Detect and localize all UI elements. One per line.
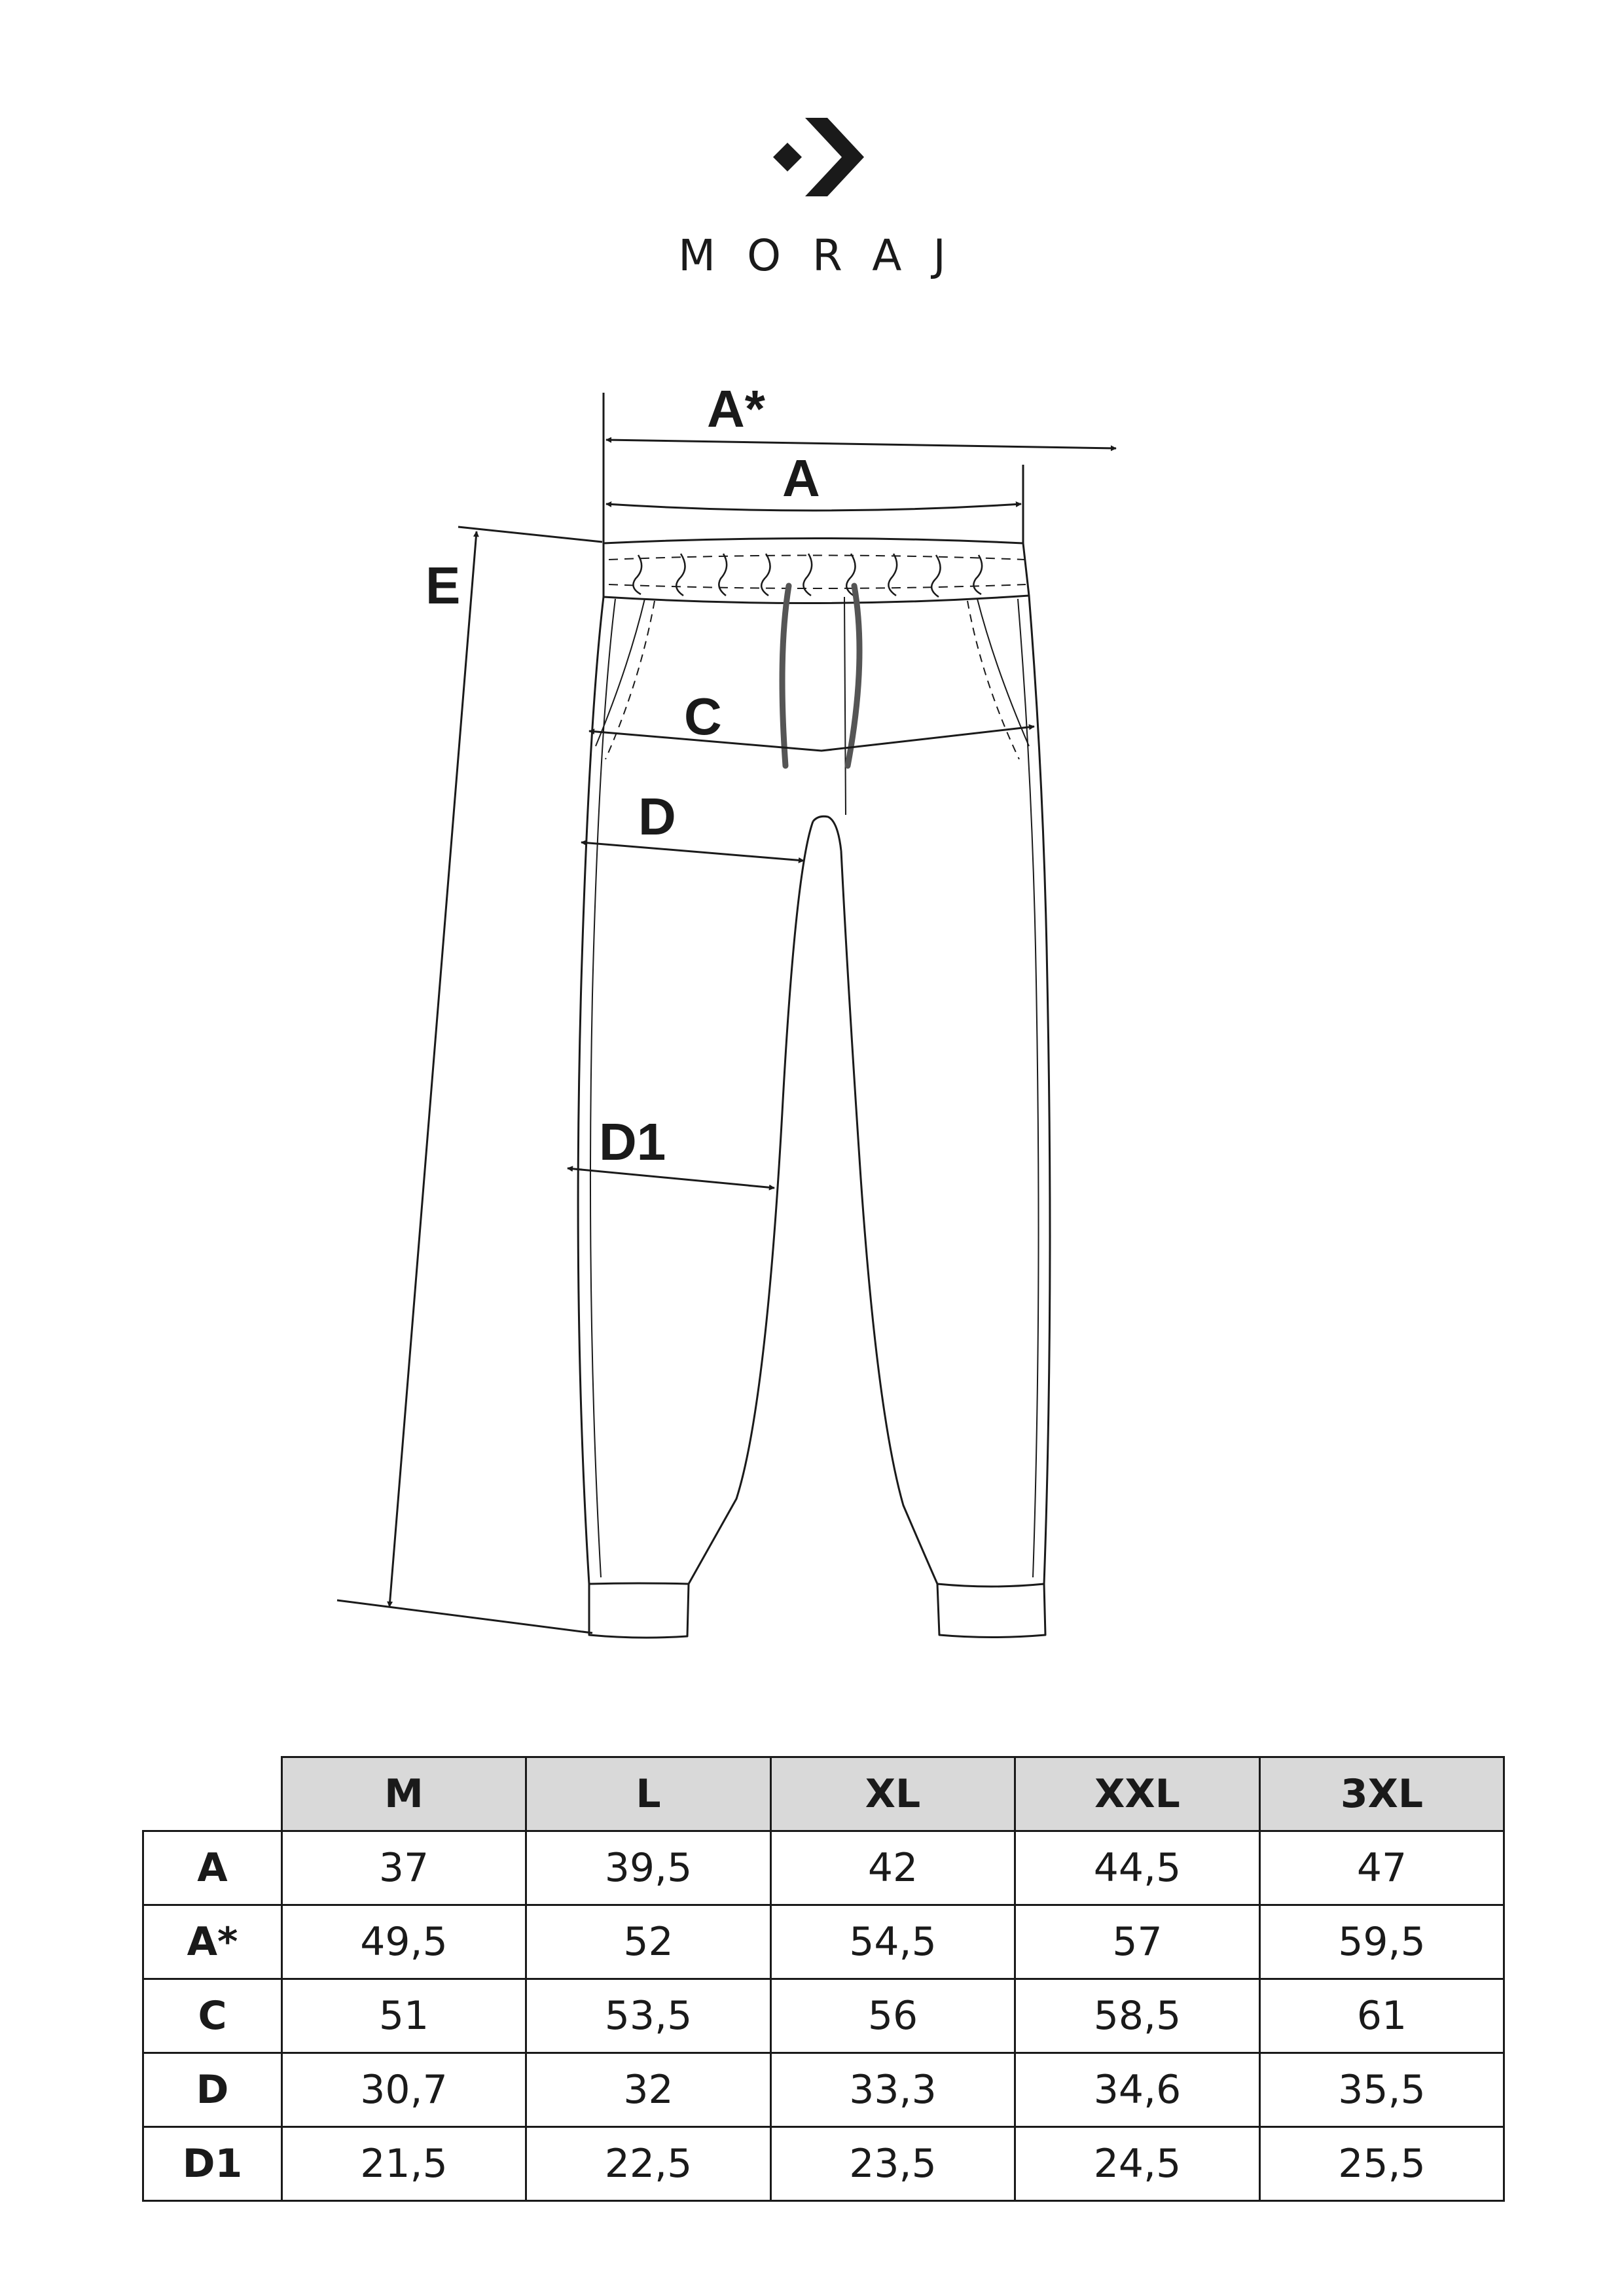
waistband-stitch-bottom: [608, 584, 1026, 589]
left-pocket-stitch: [605, 600, 655, 760]
logo-chevron-icon: [805, 118, 864, 196]
e-top-extension: [458, 526, 603, 543]
table-cell: 33,3: [770, 2052, 1016, 2128]
table-corner-cell: [143, 1757, 282, 1831]
table-cell: 23,5: [770, 2126, 1016, 2202]
column-header-size: XL: [770, 1756, 1016, 1832]
left-cuff: [588, 1582, 690, 1639]
left-leg-outer-seam: [577, 596, 605, 1585]
table-cell: 47: [1259, 1830, 1505, 1906]
table-cell: 35,5: [1259, 2052, 1505, 2128]
table-row: C 51 53,5 56 58,5 61: [142, 1978, 1505, 2054]
drawstring: [779, 583, 863, 769]
e-bottom-extension: [336, 1599, 593, 1634]
c-arrow: [588, 724, 1035, 752]
table-cell: 52: [525, 1904, 772, 1980]
pants-measurement-diagram: A* A E C D D1: [336, 380, 1117, 1639]
table-cell: 54,5: [770, 1904, 1016, 1980]
brand-logo-icon: [773, 118, 864, 196]
row-header-measurement: D: [142, 2052, 283, 2128]
table-row: D 30,7 32 33,3 34,6 35,5: [142, 2052, 1505, 2128]
waistband-gathers: [632, 553, 983, 598]
a-arrow: [605, 501, 1022, 512]
e-arrow: [387, 531, 479, 1607]
table-cell: 61: [1259, 1978, 1505, 2054]
table-row: A 37 39,5 42 44,5 47: [142, 1830, 1505, 1906]
d1-arrow: [567, 1166, 775, 1191]
label-a-star: A*: [707, 380, 766, 438]
label-a: A: [782, 449, 820, 507]
d-arrow: [581, 840, 804, 863]
table-cell: 59,5: [1259, 1904, 1505, 1980]
label-d1: D1: [599, 1113, 666, 1171]
table-cell: 53,5: [525, 1978, 772, 2054]
label-e: E: [425, 556, 460, 615]
table-cell: 22,5: [525, 2126, 772, 2202]
table-cell: 39,5: [525, 1830, 772, 1906]
table-cell: 21,5: [281, 2126, 527, 2202]
table-cell: 30,7: [281, 2052, 527, 2128]
brand-name: MORAJ: [678, 230, 977, 281]
table-cell: 24,5: [1014, 2126, 1261, 2202]
right-leg-outer-seam: [1028, 595, 1051, 1585]
table-header-row: M L XL XXL 3XL: [143, 1756, 1505, 1832]
label-d: D: [638, 787, 676, 846]
table-cell: 56: [770, 1978, 1016, 2054]
table-cell: 51: [281, 1978, 527, 2054]
right-pocket-stitch: [967, 600, 1020, 760]
table-cell: 37: [281, 1830, 527, 1906]
front-center-seam: [844, 596, 846, 816]
a-star-arrow: [605, 437, 1117, 452]
table-cell: 25,5: [1259, 2126, 1505, 2202]
left-leg-side-stripe: [589, 598, 616, 1578]
table-row: A* 49,5 52 54,5 57 59,5: [142, 1904, 1505, 1980]
logo-diamond-icon: [773, 143, 802, 171]
column-header-size: 3XL: [1259, 1756, 1505, 1832]
table-cell: 58,5: [1014, 1978, 1261, 2054]
row-header-measurement: C: [142, 1978, 283, 2054]
table-cell: 34,6: [1014, 2052, 1261, 2128]
table-cell: 44,5: [1014, 1830, 1261, 1906]
right-leg-inner-seam: [840, 850, 939, 1585]
row-header-measurement: A: [142, 1830, 283, 1906]
label-c: C: [684, 687, 722, 745]
size-chart-table: M L XL XXL 3XL A 37 39,5 42 44,5 47 A* 4…: [142, 1756, 1505, 2202]
table-row: D1 21,5 22,5 23,5 24,5 25,5: [142, 2126, 1505, 2202]
right-cuff: [936, 1583, 1047, 1638]
table-cell: 49,5: [281, 1904, 527, 1980]
waistband-outline: [602, 537, 1030, 605]
column-header-size: L: [525, 1756, 772, 1832]
table-cell: 42: [770, 1830, 1016, 1906]
waistband-stitch-top: [608, 554, 1025, 560]
column-header-size: M: [281, 1756, 527, 1832]
table-cell: 32: [525, 2052, 772, 2128]
row-header-measurement: A*: [142, 1904, 283, 1980]
column-header-size: XXL: [1014, 1756, 1261, 1832]
left-leg-inner-seam: [687, 821, 814, 1585]
crotch-curve: [812, 815, 842, 852]
table-cell: 57: [1014, 1904, 1261, 1980]
row-header-measurement: D1: [142, 2126, 283, 2202]
